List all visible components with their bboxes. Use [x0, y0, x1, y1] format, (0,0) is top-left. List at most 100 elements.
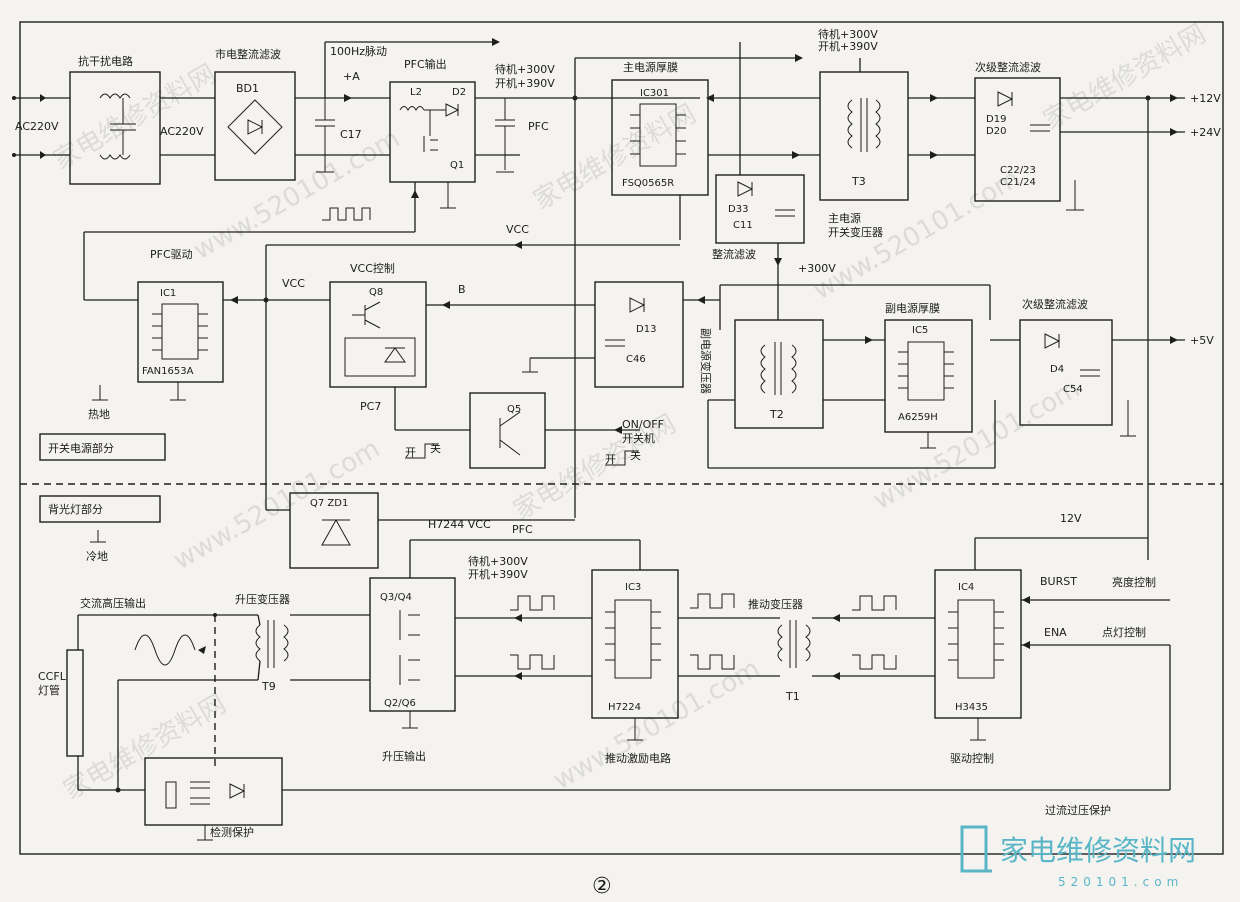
c17-label: C17 — [340, 128, 362, 141]
q7-zd1: Q7 ZD1 H7244 VCC PFC — [266, 492, 641, 578]
ccfl-lamp: 交流高压输出 CCFL 灯管 — [38, 596, 258, 793]
q3q4-label: Q3/Q4 — [380, 592, 412, 603]
main-xfmr2-label: 开关变压器 — [828, 225, 883, 239]
pfc-drive-label: PFC驱动 — [150, 248, 193, 261]
ic4-drive-control: IC4 H3435 驱动控制 BURST 亮度控制 ENA 点灯控制 — [282, 569, 1171, 791]
t1-drive-transformer: 推动变压器 T1 — [748, 595, 935, 703]
t3-main-transformer: T3 主电源 开关变压器 — [819, 71, 975, 239]
ocp-label: 过流过压保护 — [1045, 803, 1111, 817]
d13-label: D13 — [636, 324, 656, 335]
t3-label: T3 — [851, 175, 866, 188]
kai-label: 开 — [405, 446, 416, 459]
site-logo: 家电维修资料网 520101.com — [960, 825, 1196, 889]
ac-hv-label: 交流高压输出 — [80, 596, 146, 610]
emi-label: 抗干扰电路 — [78, 54, 133, 68]
pfc-output-label: PFC输出 — [404, 57, 447, 71]
kai2-label: 开 — [605, 453, 616, 466]
pfc-capacitor: 待机+300V 开机+390V PFC — [495, 54, 803, 518]
ic1-pfc-driver: PFC驱动 IC1 FAN1653A VCC 热地 — [88, 248, 330, 421]
frame — [19, 21, 1224, 855]
h7224-label: H7224 — [608, 702, 641, 713]
h3435-label: H3435 — [955, 702, 988, 713]
ic1-label: IC1 — [160, 288, 176, 299]
cold-gnd-label: 冷地 — [86, 550, 108, 563]
watermark: www.520101.com — [869, 374, 1086, 516]
secondary-rectifier-1: 次级整流滤波 D19 D20 C22/23 C21/24 +12V +24V — [974, 60, 1221, 560]
c54-label: C54 — [1063, 384, 1083, 395]
drive-ctrl-label: 驱动控制 — [950, 751, 994, 765]
ic301-main-power: 主电源厚膜 IC301 FSQ0565R — [611, 42, 820, 240]
vcc-top-label: VCC — [506, 223, 529, 236]
pfc2-label: PFC — [512, 523, 533, 536]
d19-label: D19 — [986, 114, 1006, 125]
page-number: ② — [592, 874, 612, 899]
ic3-label: IC3 — [625, 582, 641, 593]
watermark: www.520101.com — [169, 434, 386, 576]
plus-a-label: +A — [343, 70, 360, 83]
ic301-label: IC301 — [640, 88, 669, 99]
c2223-label: C22/23 — [1000, 165, 1036, 176]
standby1-label: 待机+300V — [495, 62, 555, 76]
t9-label: T9 — [261, 680, 276, 693]
pfc-output: PFC输出 L2 D2 Q1 — [322, 57, 700, 232]
ccfl2-label: 灯管 — [38, 683, 60, 697]
100hz-label: 100Hz脉动 — [330, 44, 387, 58]
c2124-label: C21/24 — [1000, 177, 1036, 188]
logo-cn: 家电维修资料网 — [1000, 834, 1196, 867]
guan-label: 关 — [430, 441, 441, 455]
emi-filter: 抗干扰电路 AC220V — [69, 54, 215, 185]
d33-c11-rectifier: D33 C11 整流滤波 — [712, 174, 805, 261]
ic5-label: IC5 — [912, 325, 928, 336]
rectifier-label: 市电整流滤波 — [215, 47, 281, 61]
d4-label: D4 — [1050, 364, 1064, 375]
d20-label: D20 — [986, 126, 1006, 137]
q3q4-boost-output: Q3/Q4 Q2/Q6 升压输出 — [369, 577, 592, 763]
ic4-label: IC4 — [958, 582, 974, 593]
sw-power-label: 开关电源部分 — [48, 441, 114, 455]
startup-top-label: 开机+390V — [818, 39, 878, 53]
onoff-cn-label: 开关机 — [622, 431, 655, 445]
hot-gnd-label: 热地 — [88, 408, 110, 421]
v5-label: +5V — [1190, 334, 1214, 347]
q1-label: Q1 — [450, 160, 464, 171]
c46-label: C46 — [626, 354, 646, 365]
logo-url: 520101.com — [1058, 875, 1183, 889]
guan2-label: 关 — [630, 448, 641, 462]
v12-label: +12V — [1190, 92, 1221, 105]
c17-cap: 100Hz脉动 +A C17 — [315, 38, 500, 173]
startup2-label: 开机+390V — [468, 567, 528, 581]
detect-protect: 检测保护 过流过压保护 — [144, 757, 1111, 841]
d2-label: D2 — [452, 87, 466, 98]
v300-label: +300V — [798, 262, 836, 275]
aux-film-label: 副电源厚膜 — [885, 301, 940, 315]
fan-label: FAN1653A — [142, 366, 194, 377]
ac220-input-label: AC220V — [15, 120, 59, 133]
watermark: www.520101.com — [549, 654, 766, 796]
q5-label: Q5 — [507, 404, 521, 415]
ccfl1-label: CCFL — [38, 670, 67, 683]
q2q6-label: Q2/Q6 — [384, 698, 416, 709]
startup1-label: 开机+390V — [495, 76, 555, 90]
boost-xfmr-label: 升压变压器 — [235, 592, 290, 606]
brightness-label: 亮度控制 — [1112, 575, 1156, 589]
switch-power-tag: 开关电源部分 — [39, 433, 166, 461]
pc7-label: PC7 — [360, 400, 381, 413]
t2-aux-transformer: +300V T2 副电源变压器 — [699, 243, 996, 469]
main-film-label: 主电源厚膜 — [623, 60, 678, 74]
watermark: 家电维修资料网 — [1039, 19, 1212, 136]
t9-boost-transformer: 升压变压器 T9 — [235, 592, 370, 693]
top-voltage-labels: 待机+300V 开机+390V — [818, 27, 878, 72]
h7244vcc-label: H7244 VCC — [428, 518, 491, 531]
sec-rect2-label: 次级整流滤波 — [1022, 297, 1088, 311]
drive-circuit-label: 推动激励电路 — [605, 751, 671, 765]
secondary-rectifier-2: 次级整流滤波 D4 C54 +5V — [990, 297, 1214, 437]
vcc-line: VCC — [83, 223, 680, 510]
d13-c46: D13 C46 — [522, 281, 720, 388]
boost-out-label: 升压输出 — [382, 749, 426, 763]
standby-top-label: 待机+300V — [818, 27, 878, 41]
t1-label: T1 — [785, 690, 800, 703]
rect-filter-label: 整流滤波 — [712, 247, 756, 261]
q8-label: Q8 — [369, 287, 383, 298]
l2-label: L2 — [410, 87, 422, 98]
